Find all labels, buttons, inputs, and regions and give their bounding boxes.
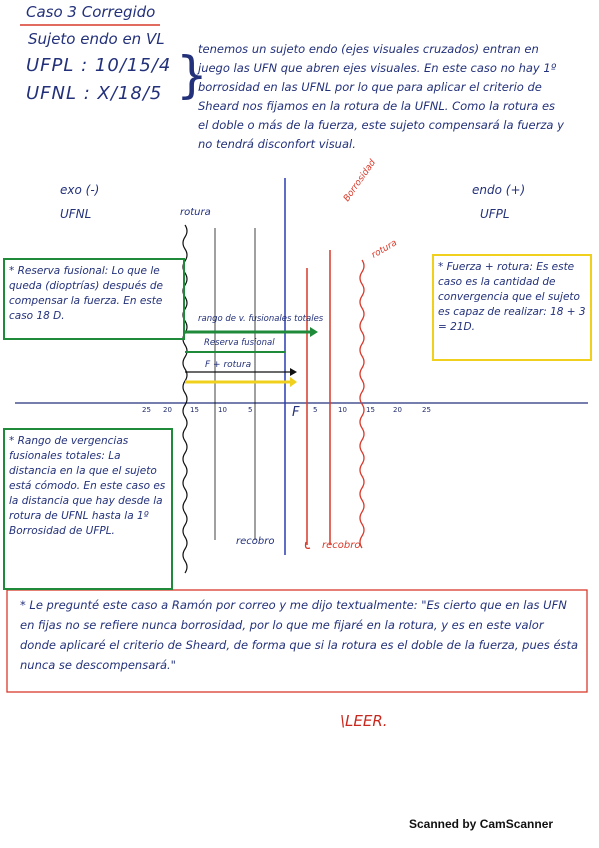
rotura-right-wave bbox=[359, 259, 365, 549]
comment-box bbox=[6, 589, 588, 693]
rotura-label: rotura bbox=[180, 207, 211, 218]
tick-right-25: 25 bbox=[422, 406, 431, 414]
ufpl-values: UFPL : 10/15/4 bbox=[26, 55, 172, 76]
ufnl-values: UFNL : X/18/5 bbox=[26, 83, 163, 104]
teacher-comment: * Le pregunté este caso a Ramón por corr… bbox=[20, 598, 579, 672]
case-title: Caso 3 Corregido bbox=[26, 3, 156, 21]
leer-note: \LEER. bbox=[340, 712, 388, 730]
intro-paragraph: tenemos un sujeto endo (ejes visuales cr… bbox=[198, 42, 564, 151]
recobro-right-label: recobro bbox=[322, 540, 361, 551]
tick-left-25: 25 bbox=[142, 406, 151, 414]
fuerza-rotura-box: * Fuerza + rotura: Es este caso es la ca… bbox=[432, 254, 592, 361]
tick-right-10: 10 bbox=[338, 406, 347, 414]
tick-left-20: 20 bbox=[163, 406, 172, 414]
rango-box: * Rango de vergencias fusionales totales… bbox=[3, 428, 173, 590]
camscanner-watermark: Scanned by CamScanner bbox=[409, 817, 554, 831]
f-marker: F bbox=[292, 405, 300, 420]
tick-left-5: 5 bbox=[248, 406, 253, 414]
ufpl-axis-label: UFPL bbox=[480, 207, 510, 221]
exo-label: exo (-) bbox=[60, 183, 100, 197]
case-subtitle: Sujeto endo en VL bbox=[28, 30, 165, 48]
tick-left-15: 15 bbox=[190, 406, 199, 414]
tick-right-20: 20 bbox=[393, 406, 402, 414]
tick-right-15: 15 bbox=[366, 406, 375, 414]
recobro-arrow bbox=[304, 541, 311, 550]
tick-right-5: 5 bbox=[313, 406, 318, 414]
endo-label: endo (+) bbox=[472, 183, 526, 197]
rango-label: rango de v. fusionales totales bbox=[198, 314, 324, 324]
ufnl-axis-label: UFNL bbox=[60, 207, 92, 221]
reserva-label: Reserva fusional bbox=[204, 338, 275, 348]
reserva-box: * Reserva fusional: Lo que le queda (dio… bbox=[3, 258, 185, 340]
tick-left-10: 10 bbox=[218, 406, 227, 414]
f-rotura-label: F + rotura bbox=[205, 360, 252, 370]
brace-icon: } bbox=[176, 46, 208, 104]
recobro-left-label: recobro bbox=[236, 536, 275, 547]
rotura-left-wave bbox=[182, 224, 188, 574]
